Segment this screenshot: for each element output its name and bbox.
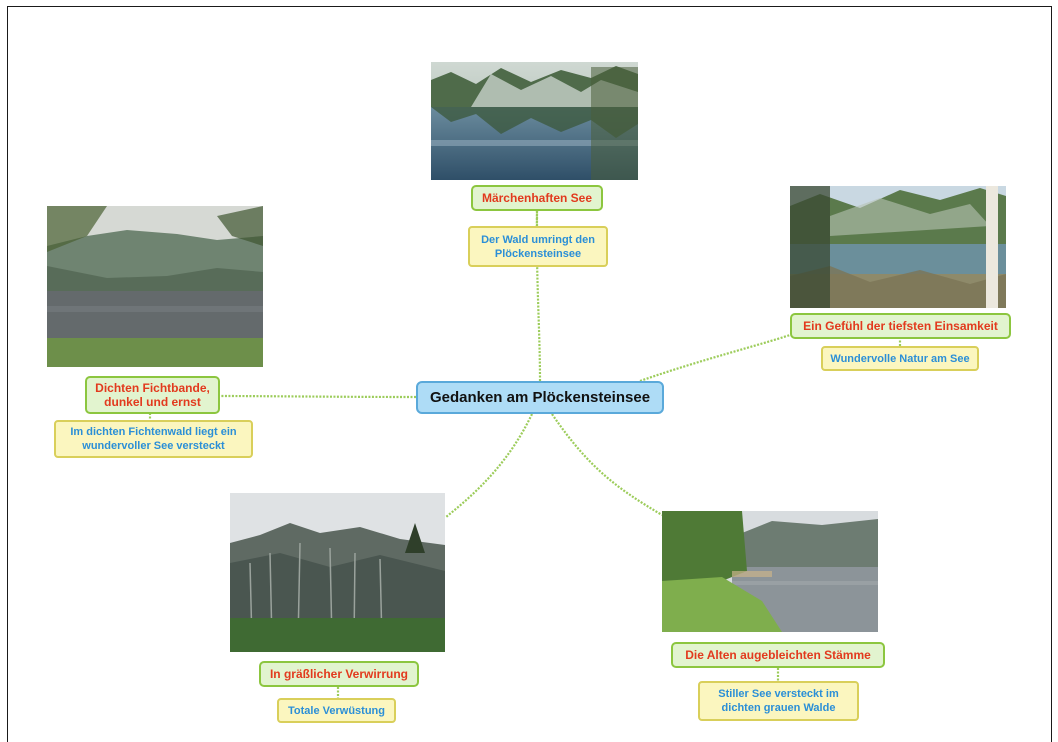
node-title-right[interactable]: Ein Gefühl der tiefsten Einsamkeit	[790, 313, 1011, 339]
forest-photo-bottom-left	[230, 493, 445, 652]
node-note-bottom-right[interactable]: Stiller See versteckt im dichten grauen …	[698, 681, 859, 721]
node-title-bottom-right-label: Die Alten augebleichten Stämme	[685, 648, 871, 662]
node-title-bottom-left-label: In gräßlicher Verwirrung	[269, 667, 409, 681]
node-note-bottom-left-label: Totale Verwüstung	[288, 704, 385, 717]
node-note-left[interactable]: Im dichten Fichtenwald liegt ein wunderv…	[54, 420, 253, 458]
lake-photo-right	[790, 186, 1006, 308]
lake-photo-bottom-right	[662, 511, 878, 632]
node-note-left-label: Im dichten Fichtenwald liegt ein wunderv…	[70, 426, 237, 452]
link-center-bottom-right	[551, 413, 663, 516]
node-title-left[interactable]: Dichten Fichtbande, dunkel und ernst	[85, 376, 220, 414]
central-topic-label: Gedanken am Plöckensteinsee	[429, 389, 651, 406]
link-center-bottom-left	[445, 413, 533, 518]
lake-photo-top	[431, 62, 638, 180]
node-note-right[interactable]: Wundervolle Natur am See	[821, 346, 979, 371]
node-title-left-label: Dichten Fichtbande, dunkel und ernst	[95, 381, 210, 409]
central-topic[interactable]: Gedanken am Plöckensteinsee	[416, 381, 664, 414]
node-title-top-label: Märchenhaften See	[481, 191, 593, 205]
link-center-right	[639, 333, 791, 383]
node-title-right-label: Ein Gefühl der tiefsten Einsamkeit	[803, 319, 998, 333]
link-center-top	[535, 209, 542, 382]
link-center-left	[217, 394, 417, 399]
node-note-right-label: Wundervolle Natur am See	[830, 352, 970, 365]
node-title-bottom-right[interactable]: Die Alten augebleichten Stämme	[671, 642, 885, 668]
node-note-bottom-right-label: Stiller See versteckt im dichten grauen …	[718, 688, 839, 714]
node-note-bottom-left[interactable]: Totale Verwüstung	[277, 698, 396, 723]
node-note-top-label: Der Wald umringt den Plöckensteinsee	[481, 233, 595, 260]
node-title-bottom-left[interactable]: In gräßlicher Verwirrung	[259, 661, 419, 687]
node-title-top[interactable]: Märchenhaften See	[471, 185, 603, 211]
lake-photo-left	[47, 206, 263, 367]
node-note-top[interactable]: Der Wald umringt den Plöckensteinsee	[468, 226, 608, 267]
